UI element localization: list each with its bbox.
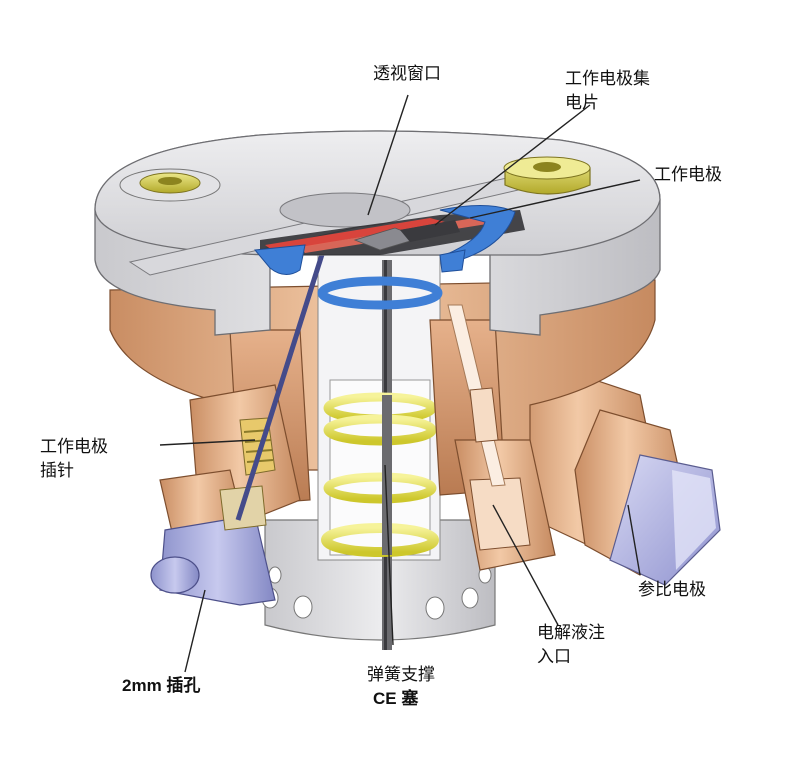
- label-we-pin-line2: 插针: [40, 461, 74, 481]
- label-viewing-window: 透视窗口: [373, 64, 441, 84]
- label-spring-ce-line1: 弹簧支撑: [367, 665, 435, 685]
- leader-lines: [159, 94, 641, 673]
- label-we-collector-line1: 工作电极集: [565, 69, 650, 89]
- label-we-collector-line2: 电片: [565, 93, 599, 113]
- lid-bolt-left: [119, 168, 221, 202]
- sample-window-area: [254, 204, 525, 275]
- counter-electrode-spring: [321, 392, 439, 557]
- lower-o-ring: [317, 276, 443, 310]
- working-electrode-pin-assembly: [150, 244, 328, 606]
- reference-electrode-body: [514, 359, 721, 586]
- label-spring-ce-line2: CE 塞: [373, 688, 419, 708]
- label-electrolyte-inlet-line1: 电解液注: [537, 623, 605, 643]
- label-2mm-socket: 2mm 插孔: [122, 675, 200, 695]
- label-electrolyte-inlet-line2: 入口: [537, 647, 571, 667]
- label-reference-electrode: 参比电极: [638, 580, 706, 600]
- lid-bolt-right: [503, 156, 591, 195]
- label-working-electrode: 工作电极: [654, 165, 722, 185]
- electrolyte-inlet-assembly: [429, 304, 556, 571]
- label-we-pin-line1: 工作电极: [40, 437, 108, 457]
